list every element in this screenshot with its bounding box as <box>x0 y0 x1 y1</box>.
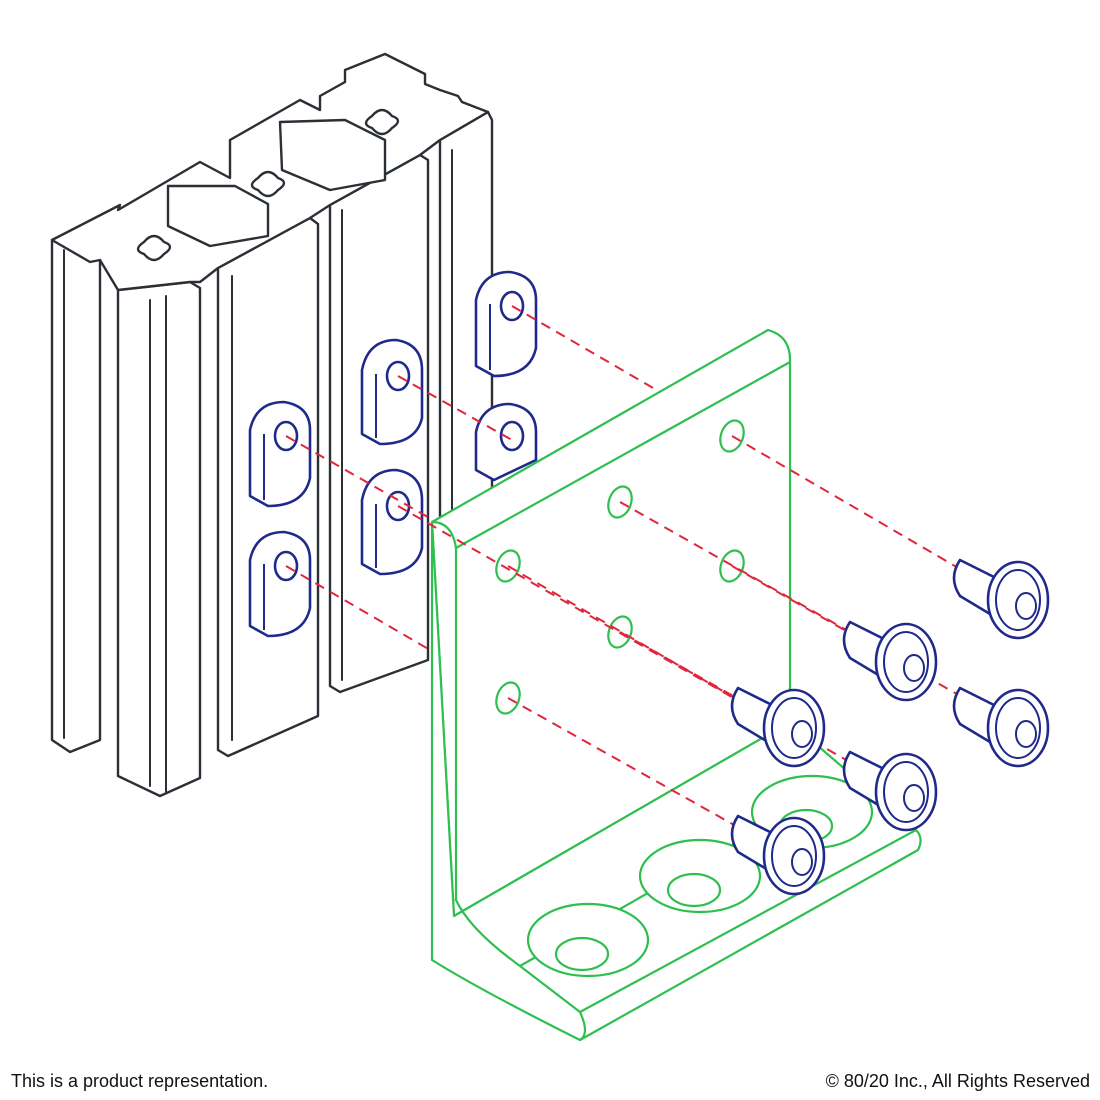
button-head-bolt <box>952 686 1050 768</box>
t-nut <box>360 468 424 576</box>
t-nut <box>360 338 424 446</box>
exploded-assembly-diagram <box>50 52 1050 1042</box>
t-nut-group <box>248 270 538 638</box>
button-head-bolt <box>842 620 938 702</box>
assembly-guide-lines-back <box>285 305 661 651</box>
corner-bracket <box>430 328 922 1042</box>
t-nut <box>474 270 538 378</box>
button-head-bolt <box>730 686 826 768</box>
t-nut <box>474 402 538 482</box>
button-head-bolt <box>952 558 1050 640</box>
t-nut <box>248 400 312 508</box>
t-nut <box>248 530 312 638</box>
bolt-group <box>730 558 1050 896</box>
button-head-bolt <box>730 814 826 896</box>
copyright-caption: © 80/20 Inc., All Rights Reserved <box>825 1071 1090 1091</box>
disclaimer-caption: This is a product representation. <box>11 1071 269 1091</box>
button-head-bolt <box>842 750 938 832</box>
